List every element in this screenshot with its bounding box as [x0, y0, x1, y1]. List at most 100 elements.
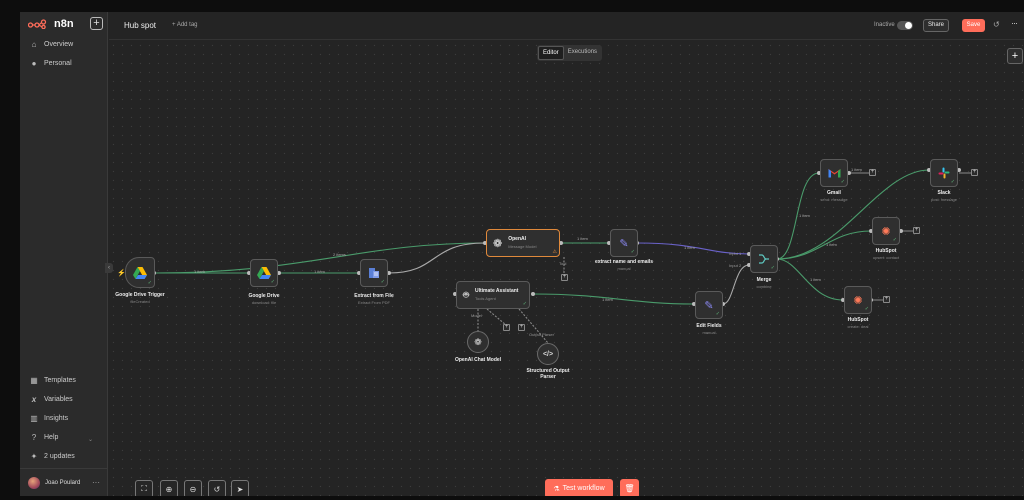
- node-hubspot-deal[interactable]: ✺ ✓: [844, 286, 872, 314]
- edge-label: 2 items: [333, 252, 346, 257]
- success-check-icon: ✓: [381, 279, 385, 285]
- add-node-button[interactable]: +: [971, 169, 978, 176]
- home-icon: ⌂: [30, 40, 38, 49]
- sidebar-item-insights[interactable]: ▥ Insights: [30, 414, 68, 423]
- success-check-icon: ✓: [631, 249, 635, 255]
- avatar: [28, 477, 40, 489]
- sidebar-item-variables[interactable]: x Variables: [30, 395, 73, 404]
- add-tag-link[interactable]: + Add tag: [172, 22, 198, 28]
- google-drive-icon: [133, 267, 147, 279]
- edge-label: 1 item: [851, 167, 862, 172]
- node-slack[interactable]: ✓: [930, 159, 958, 187]
- user-icon: ●: [30, 59, 38, 68]
- history-icon[interactable]: ↺: [993, 20, 1000, 29]
- add-node-button[interactable]: +: [913, 227, 920, 234]
- sidebar-item-personal[interactable]: ● Personal: [30, 59, 72, 68]
- edge-label: 1 item: [684, 245, 695, 250]
- more-icon[interactable]: ···: [92, 478, 100, 487]
- node-subtitle: Extract From PDF: [358, 300, 390, 305]
- node-extract-from-file[interactable]: ✓: [360, 259, 388, 287]
- node-extract-name-and-emails[interactable]: ✎ ✓: [610, 229, 638, 257]
- variables-icon: x: [30, 395, 38, 404]
- sidebar-item-label: Insights: [44, 415, 68, 422]
- node-subtitle: combine: [756, 284, 771, 289]
- success-check-icon: ✓: [865, 306, 869, 312]
- node-subtitle: manual: [617, 266, 630, 271]
- tidy-up-button[interactable]: ➤: [231, 480, 249, 496]
- pencil-icon: ✎: [704, 299, 713, 312]
- active-toggle[interactable]: [897, 21, 913, 30]
- trash-icon: 🗑︎: [624, 484, 634, 493]
- zoom-out-button[interactable]: ⊖: [184, 480, 202, 496]
- port-label: Tool: [559, 261, 566, 266]
- workflow-name[interactable]: Hub spot: [124, 21, 156, 30]
- user-menu[interactable]: Joao Poulard ···: [20, 468, 108, 496]
- add-memory-button[interactable]: +: [503, 324, 510, 331]
- node-subtitle: create: deal: [848, 324, 869, 329]
- cursor-icon: ➤: [237, 485, 244, 494]
- sidebar-item-label: Templates: [44, 377, 76, 384]
- sidebar-item-label: Overview: [44, 41, 73, 48]
- sidebar-item-overview[interactable]: ⌂ Overview: [30, 40, 73, 49]
- more-icon[interactable]: ···: [1011, 18, 1017, 28]
- status-label: Inactive: [874, 22, 895, 28]
- google-drive-icon: [257, 267, 271, 279]
- node-subtitle: download: file: [252, 300, 276, 305]
- chevron-down-icon[interactable]: ⌄: [88, 436, 93, 443]
- node-title: OpenAI: [508, 236, 536, 243]
- create-button[interactable]: +: [90, 17, 103, 30]
- delete-button[interactable]: 🗑︎: [620, 479, 639, 496]
- node-hubspot-contact[interactable]: ✺ ✓: [872, 217, 900, 245]
- share-button[interactable]: Share: [923, 19, 949, 32]
- add-tool-button[interactable]: +: [561, 274, 568, 281]
- fit-view-button[interactable]: ⛶: [135, 480, 153, 496]
- node-google-drive-trigger[interactable]: ✓: [125, 257, 155, 288]
- node-edit-fields[interactable]: ✎ ✓: [695, 291, 723, 319]
- openai-icon: ❁: [493, 237, 502, 250]
- node-title: Slack: [937, 190, 950, 196]
- node-title: Structured Output Parser: [526, 368, 570, 380]
- user-name: Joao Poulard: [45, 480, 80, 486]
- n8n-logo[interactable]: n8n: [28, 18, 74, 30]
- node-openai[interactable]: ❁ OpenAI Message Model ⚠: [486, 229, 560, 257]
- add-tool-button[interactable]: +: [518, 324, 525, 331]
- node-merge[interactable]: ✓: [750, 245, 778, 273]
- app-window: n8n + ⌂ Overview ● Personal ▦ Templates …: [20, 12, 1024, 496]
- reset-zoom-button[interactable]: ↺: [208, 480, 226, 496]
- templates-icon: ▦: [30, 376, 38, 385]
- sidebar-item-label: Variables: [44, 396, 73, 403]
- add-node-button[interactable]: +: [883, 296, 890, 303]
- node-structured-output-parser[interactable]: </>: [537, 343, 559, 365]
- code-icon: </>: [543, 351, 553, 358]
- sidebar-item-templates[interactable]: ▦ Templates: [30, 376, 76, 385]
- success-check-icon: ✓: [841, 179, 845, 185]
- zoom-in-icon: ⊕: [166, 485, 173, 494]
- connections: [109, 41, 1024, 496]
- node-title: Edit Fields: [696, 323, 721, 329]
- pencil-icon: ✎: [619, 237, 628, 250]
- edge-label: 1 item: [826, 242, 837, 247]
- node-subtitle: manual: [702, 330, 715, 335]
- robot-icon: 🤖︎: [463, 288, 469, 302]
- zoom-in-button[interactable]: ⊕: [160, 480, 178, 496]
- hubspot-icon: ✺: [881, 225, 890, 238]
- success-check-icon: ✓: [271, 279, 275, 285]
- sidebar: n8n + ⌂ Overview ● Personal ▦ Templates …: [20, 12, 108, 496]
- test-workflow-label: Test workflow: [563, 485, 605, 492]
- save-button[interactable]: Save: [962, 19, 985, 32]
- sidebar-item-updates[interactable]: ✦ 2 updates: [30, 452, 75, 461]
- node-google-drive[interactable]: ✓: [250, 259, 278, 287]
- add-node-button[interactable]: +: [869, 169, 876, 176]
- edge-label: 1 item: [194, 269, 205, 274]
- node-subtitle: Message Model: [508, 243, 536, 250]
- workflow-canvas[interactable]: Editor Executions + ‹: [109, 41, 1024, 496]
- node-openai-chat-model[interactable]: ❁: [467, 331, 489, 353]
- test-workflow-button[interactable]: ⚗ Test workflow: [545, 479, 613, 496]
- node-title: Ultimate Assistant: [475, 288, 518, 295]
- node-ultimate-assistant[interactable]: 🤖︎ Ultimate Assistant Tools Agent ✓: [456, 281, 530, 309]
- node-gmail[interactable]: ✓: [820, 159, 848, 187]
- sidebar-item-help[interactable]: ? Help: [30, 433, 58, 442]
- node-title: HubSpot: [848, 317, 869, 323]
- edge-label: 1 item: [577, 236, 588, 241]
- edge-label: 1 item: [314, 269, 325, 274]
